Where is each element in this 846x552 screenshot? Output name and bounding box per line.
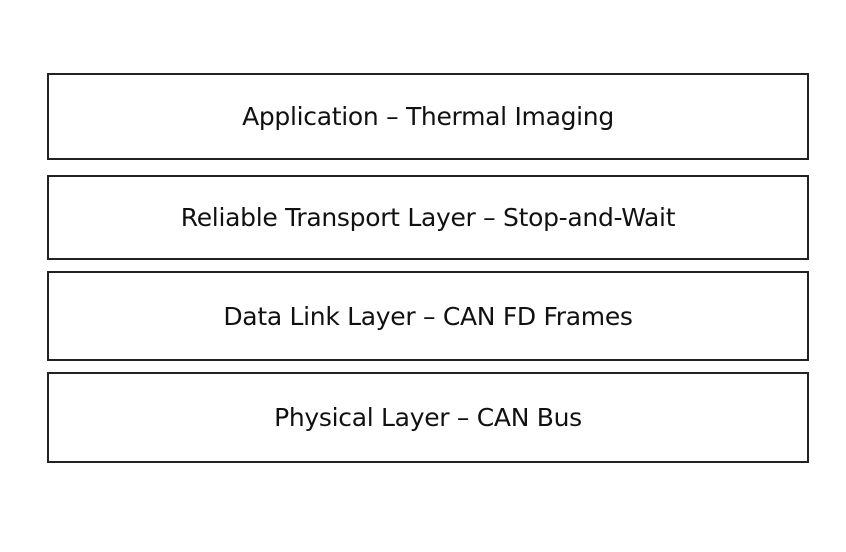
layer-application: Application – Thermal Imaging <box>47 73 809 160</box>
layer-label: Application – Thermal Imaging <box>242 102 614 131</box>
layer-data-link: Data Link Layer – CAN FD Frames <box>47 271 809 361</box>
layer-physical: Physical Layer – CAN Bus <box>47 372 809 463</box>
layer-label: Physical Layer – CAN Bus <box>274 403 582 432</box>
layer-label: Reliable Transport Layer – Stop-and-Wait <box>180 203 676 232</box>
layer-transport: Reliable Transport Layer – Stop-and-Wait <box>47 175 809 260</box>
layer-label: Data Link Layer – CAN FD Frames <box>223 301 633 331</box>
